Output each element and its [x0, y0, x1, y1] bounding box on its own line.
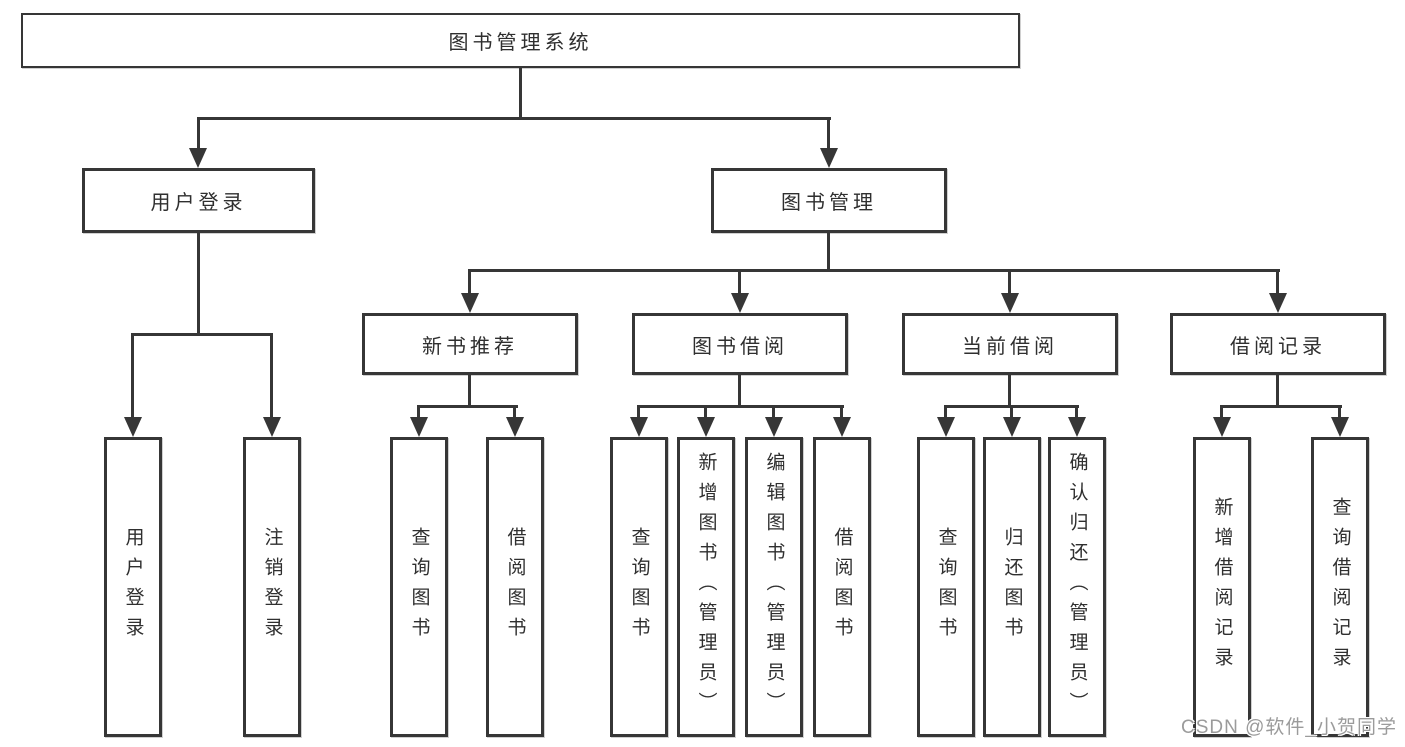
arrow-down-icon: [1001, 293, 1019, 313]
arrow-down-icon: [820, 148, 838, 168]
connector-line: [1220, 405, 1223, 419]
leaf-borrow-book-1: 借阅图书: [486, 437, 544, 737]
leaf-edit-book-admin: 编辑图书（管理员）: [745, 437, 803, 737]
connector-line: [738, 269, 741, 295]
node-current-borrow: 当前借阅: [902, 313, 1118, 375]
connector-line: [197, 233, 200, 335]
connector-line: [1008, 375, 1011, 407]
connector-line: [1220, 405, 1342, 408]
connector-line: [1276, 269, 1279, 295]
arrow-down-icon: [124, 417, 142, 437]
leaf-label: 查询图书: [628, 527, 650, 647]
connector-line: [468, 375, 471, 407]
arrow-down-icon: [506, 417, 524, 437]
leaf-label: 查询图书: [408, 527, 430, 647]
connector-line: [1338, 405, 1341, 419]
node-user-login: 用户登录: [82, 168, 315, 233]
connector-line: [197, 117, 200, 151]
leaf-label: 借阅图书: [831, 527, 853, 647]
connector-line: [704, 405, 707, 419]
connector-line: [1276, 375, 1279, 407]
leaf-confirm-return-admin: 确认归还（管理员）: [1048, 437, 1106, 737]
connector-line: [738, 375, 741, 407]
arrow-down-icon: [461, 293, 479, 313]
watermark: CSDN @软件_小贺同学: [1181, 717, 1397, 738]
connector-line: [417, 405, 420, 419]
leaf-label: 用户登录: [122, 527, 144, 647]
node-root: 图书管理系统: [21, 13, 1020, 68]
leaf-query-book-1: 查询图书: [390, 437, 448, 737]
arrow-down-icon: [833, 417, 851, 437]
node-borrow-record: 借阅记录: [1170, 313, 1386, 375]
leaf-label: 编辑图书（管理员）: [763, 452, 785, 722]
connector-line: [1075, 405, 1078, 419]
node-book-management: 图书管理: [711, 168, 947, 233]
arrow-down-icon: [410, 417, 428, 437]
arrow-down-icon: [765, 417, 783, 437]
arrow-down-icon: [697, 417, 715, 437]
leaf-label: 查询图书: [935, 527, 957, 647]
connector-line: [772, 405, 775, 419]
leaf-query-borrow-record: 查询借阅记录: [1311, 437, 1369, 737]
arrow-down-icon: [1331, 417, 1349, 437]
connector-line: [827, 233, 830, 271]
connector-line: [131, 333, 134, 419]
arrow-down-icon: [731, 293, 749, 313]
leaf-label: 归还图书: [1001, 527, 1023, 647]
arrow-down-icon: [189, 148, 207, 168]
connector-line: [513, 405, 516, 419]
arrow-down-icon: [630, 417, 648, 437]
leaf-label: 借阅图书: [504, 527, 526, 647]
leaf-return-book: 归还图书: [983, 437, 1041, 737]
arrow-down-icon: [263, 417, 281, 437]
leaf-logout: 注销登录: [243, 437, 301, 737]
leaf-borrow-book-2: 借阅图书: [813, 437, 871, 737]
leaf-user-login: 用户登录: [104, 437, 162, 737]
connector-line: [840, 405, 843, 419]
connector-line: [637, 405, 844, 408]
node-new-book-recommend: 新书推荐: [362, 313, 578, 375]
connector-line: [417, 405, 518, 408]
connector-line: [519, 68, 522, 118]
leaf-add-book-admin: 新增图书（管理员）: [677, 437, 735, 737]
connector-line: [827, 117, 830, 151]
connector-line: [944, 405, 947, 419]
arrow-down-icon: [1003, 417, 1021, 437]
arrow-down-icon: [1213, 417, 1231, 437]
connector-line: [468, 269, 1280, 272]
connector-line: [1010, 405, 1013, 419]
leaf-query-book-2: 查询图书: [610, 437, 668, 737]
connector-line: [131, 333, 273, 336]
leaf-label: 查询借阅记录: [1329, 497, 1351, 677]
arrow-down-icon: [1068, 417, 1086, 437]
leaf-query-book-3: 查询图书: [917, 437, 975, 737]
connector-line: [1008, 269, 1011, 295]
connector-line: [468, 269, 471, 295]
connector-line: [197, 117, 831, 120]
leaf-label: 注销登录: [261, 527, 283, 647]
leaf-label: 新增图书（管理员）: [695, 452, 717, 722]
node-book-borrow: 图书借阅: [632, 313, 848, 375]
arrow-down-icon: [937, 417, 955, 437]
connector-line: [270, 333, 273, 419]
leaf-label: 确认归还（管理员）: [1066, 452, 1088, 722]
arrow-down-icon: [1269, 293, 1287, 313]
connector-line: [637, 405, 640, 419]
leaf-label: 新增借阅记录: [1211, 497, 1233, 677]
leaf-add-borrow-record: 新增借阅记录: [1193, 437, 1251, 737]
